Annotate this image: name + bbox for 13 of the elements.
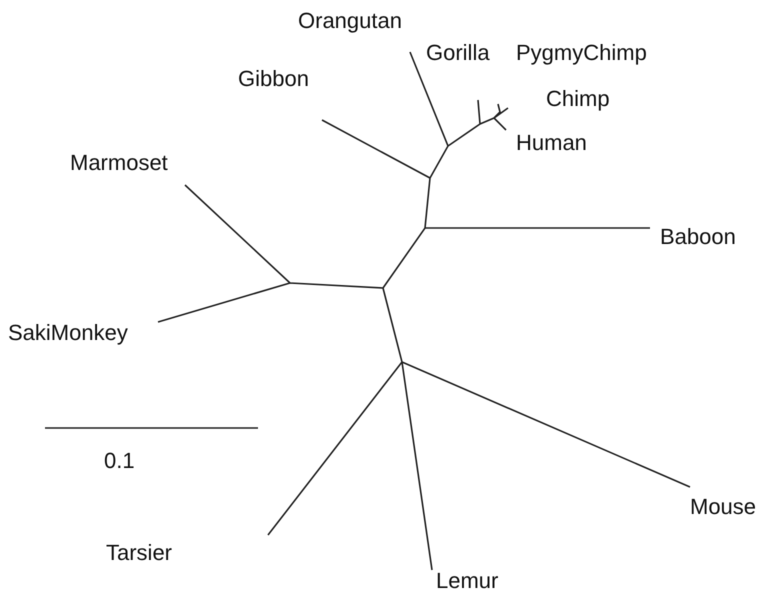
scale-value: 0.1 [104, 448, 135, 474]
taxon-label: Mouse [690, 494, 756, 520]
taxon-label: Tarsier [106, 540, 172, 566]
taxon-label: SakiMonkey [8, 320, 128, 346]
taxon-label: Gorilla [426, 40, 490, 66]
taxon-label: Gibbon [238, 66, 309, 92]
taxon-label: Orangutan [298, 8, 402, 34]
taxon-label: Baboon [660, 224, 736, 250]
taxon-label: Chimp [546, 86, 610, 112]
taxon-label: Lemur [436, 568, 498, 594]
taxon-label: Human [516, 130, 587, 156]
taxon-label: PygmyChimp [516, 40, 647, 66]
taxon-label: Marmoset [70, 150, 168, 176]
